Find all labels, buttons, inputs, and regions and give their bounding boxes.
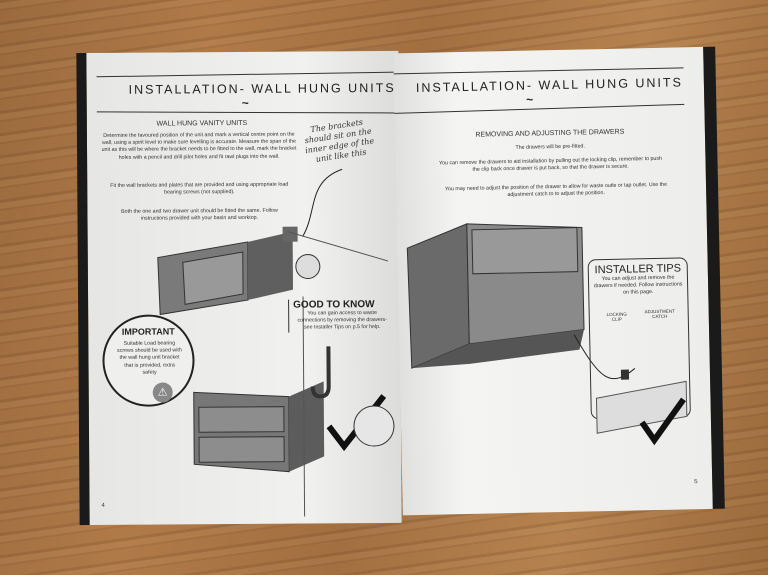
- good-to-know-text: You can gain access to waste connections…: [297, 310, 387, 331]
- left-page: INSTALLATION- WALL HUNG UNITS ~ WALL HUN…: [76, 50, 402, 526]
- important-heading: IMPORTANT: [121, 326, 175, 337]
- page-number: 5: [694, 479, 698, 486]
- important-callout: IMPORTANT Suitable Load bearing screws s…: [102, 314, 195, 407]
- drawer-illustration: [406, 223, 636, 380]
- warning-icon: ⚠: [152, 382, 173, 403]
- right-page: INSTALLATION- WALL HUNG UNITS ~ REMOVING…: [393, 46, 725, 516]
- installer-tips-callout: INSTALLER TIPS You can adjust and remove…: [587, 257, 691, 445]
- good-to-know-callout: GOOD TO KNOW You can gain access to wast…: [288, 298, 399, 333]
- checkmark-icon: [595, 369, 688, 445]
- important-text: Suitable Load bearing screws should be u…: [117, 340, 182, 376]
- page-number: 4: [101, 502, 105, 509]
- good-to-know-heading: GOOD TO KNOW: [293, 299, 375, 311]
- cabinet-illustrations: [157, 168, 395, 517]
- installer-tips-text: You can adjust and remove the drawers if…: [593, 274, 683, 297]
